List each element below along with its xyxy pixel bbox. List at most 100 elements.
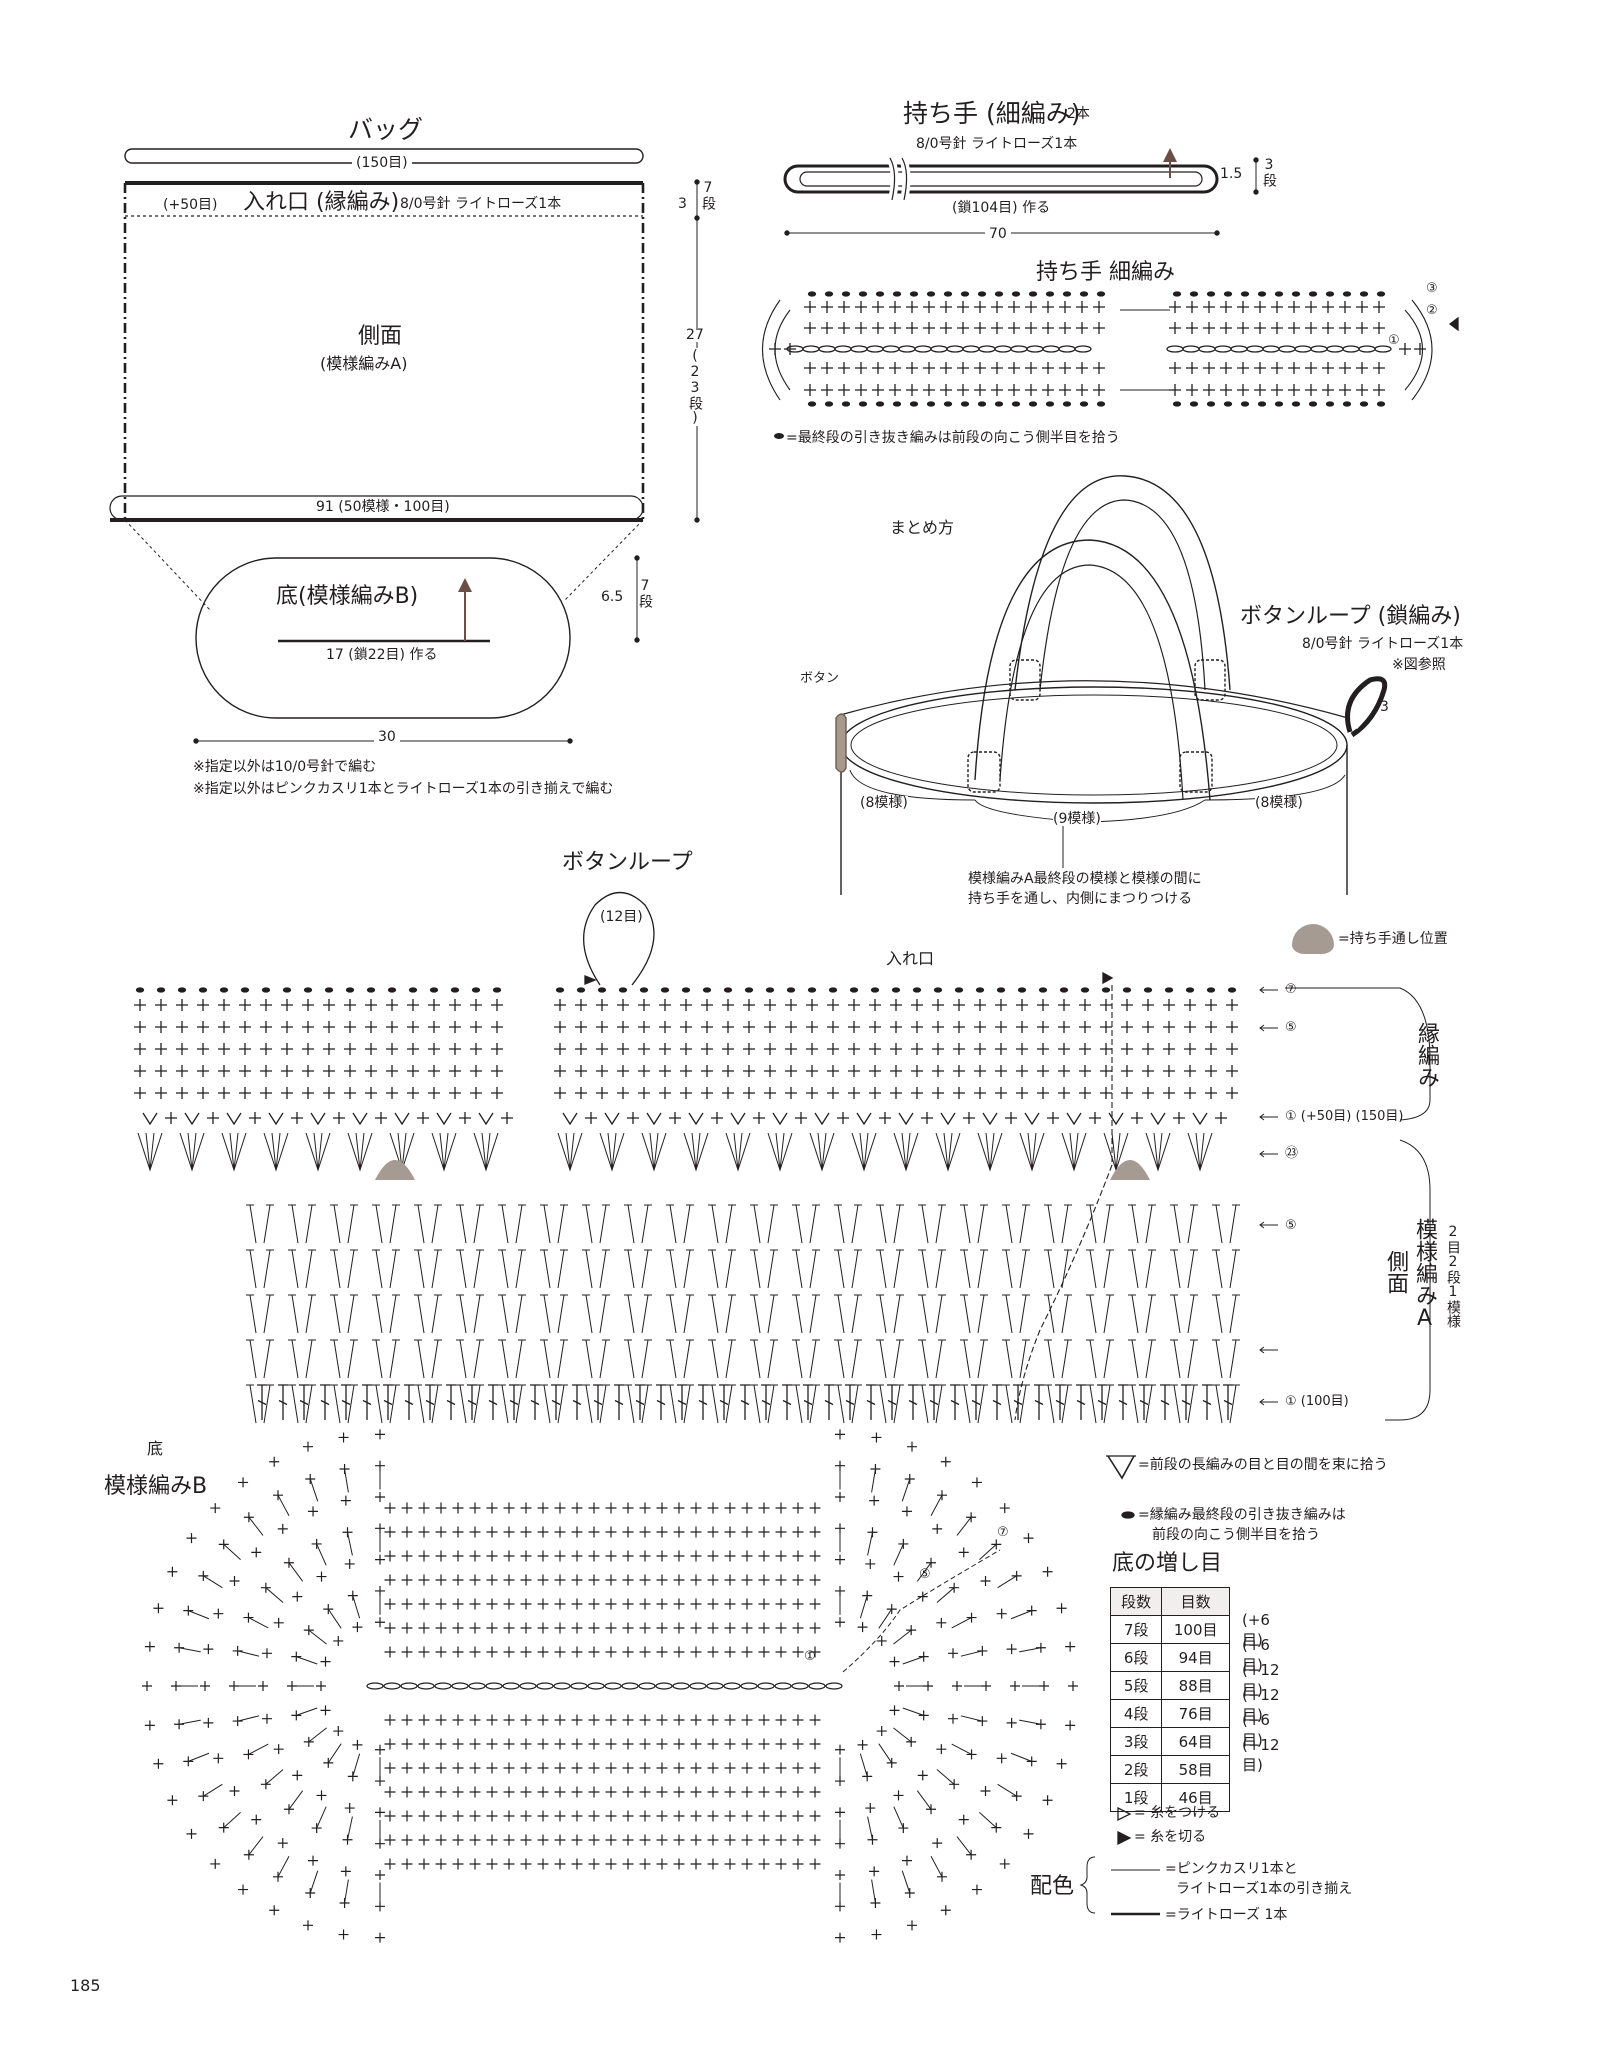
increase-amount: (+12目) bbox=[1242, 1736, 1280, 1774]
sc-stitch bbox=[701, 1021, 713, 1033]
sc-stitch bbox=[218, 1087, 230, 1099]
sc-stitch bbox=[835, 1744, 845, 1755]
slip-stitch bbox=[135, 987, 145, 993]
radiating-stitch bbox=[309, 1870, 319, 1894]
slip-stitch bbox=[303, 987, 313, 993]
sc-stitch bbox=[203, 1717, 214, 1728]
sc-stitch bbox=[401, 1574, 413, 1586]
dc-stitch bbox=[425, 1384, 435, 1420]
sc-stitch bbox=[974, 1021, 986, 1033]
sc-stitch bbox=[707, 1738, 719, 1750]
sc-stitch bbox=[491, 1087, 503, 1099]
slip-stitch bbox=[909, 401, 919, 407]
sc-stitch bbox=[707, 1646, 719, 1658]
slip-stitch bbox=[1308, 291, 1318, 297]
sc-stitch bbox=[926, 1804, 937, 1815]
cluster-stitch bbox=[1044, 1249, 1072, 1289]
sc-stitch bbox=[690, 1526, 702, 1538]
sc-stitch bbox=[870, 1464, 881, 1475]
cluster-stitch bbox=[582, 1384, 610, 1424]
sc-stitch bbox=[344, 1558, 355, 1569]
sc-stitch bbox=[707, 1526, 719, 1538]
dc-stitch bbox=[320, 1384, 330, 1420]
pass-position-icon bbox=[1292, 924, 1334, 954]
sc-stitch bbox=[673, 1834, 685, 1846]
sc-stitch bbox=[940, 384, 952, 396]
sc-stitch bbox=[785, 1065, 797, 1077]
sc-stitch bbox=[605, 1574, 617, 1586]
sc-stitch bbox=[957, 322, 969, 334]
sc-stitch bbox=[243, 1612, 254, 1623]
sc-stitch bbox=[743, 999, 755, 1011]
sc-stitch bbox=[722, 999, 734, 1011]
chain-stitch bbox=[570, 1682, 588, 1690]
fan-stitch bbox=[221, 1132, 247, 1172]
dc-stitch bbox=[950, 1384, 960, 1420]
sc-stitch bbox=[469, 1786, 481, 1798]
handle-stitch-chart bbox=[762, 291, 1459, 407]
sc-stitch bbox=[575, 1065, 587, 1077]
sc-stitch bbox=[144, 1720, 155, 1731]
cluster-stitch bbox=[582, 1249, 610, 1289]
color-1b: ライトローズ1本の引き揃え bbox=[1176, 1881, 1353, 1897]
chain-stitch bbox=[434, 1682, 452, 1690]
cluster-stitch bbox=[288, 1294, 316, 1334]
sc-stitch bbox=[384, 1526, 396, 1538]
sc-stitch bbox=[872, 322, 884, 334]
cluster-stitch bbox=[960, 1204, 988, 1244]
slip-stitch bbox=[858, 401, 868, 407]
chain-stitch bbox=[1246, 345, 1264, 353]
rim-needle: 8/0号針 ライトローズ1本 bbox=[400, 196, 562, 212]
fan-stitch bbox=[1019, 1132, 1045, 1172]
sc-stitch bbox=[1037, 1043, 1049, 1055]
sc-stitch bbox=[775, 1550, 787, 1562]
sc-stitch bbox=[932, 1065, 944, 1077]
base-row-5: ⑤ bbox=[919, 1567, 931, 1582]
pass-position-label: =持ち手通し位置 bbox=[1338, 931, 1448, 947]
sc-stitch bbox=[806, 1021, 818, 1033]
sc-stitch bbox=[865, 1558, 876, 1569]
slip-stitch bbox=[1045, 291, 1055, 297]
sc-stitch bbox=[835, 1460, 845, 1471]
sc-stitch bbox=[890, 1021, 902, 1033]
sc-stitch bbox=[1271, 362, 1283, 374]
sc-stitch bbox=[401, 1622, 413, 1634]
radiating-stitch bbox=[248, 1743, 269, 1755]
slip-stitch bbox=[1028, 401, 1038, 407]
sc-stitch bbox=[775, 1714, 787, 1726]
sc-stitch bbox=[1011, 1570, 1022, 1581]
sc-stitch bbox=[775, 1502, 787, 1514]
sc-stitch bbox=[996, 1753, 1007, 1764]
slip-stitch bbox=[1038, 987, 1048, 993]
sc-stitch bbox=[605, 1714, 617, 1726]
sc-stitch bbox=[953, 1043, 965, 1055]
sc-stitch bbox=[656, 1834, 668, 1846]
sc-stitch bbox=[871, 1432, 882, 1443]
sc-stitch bbox=[809, 1526, 821, 1538]
sc-stitch bbox=[639, 1858, 651, 1870]
sc-stitch bbox=[656, 1598, 668, 1610]
sc-stitch bbox=[835, 1492, 845, 1502]
sc-stitch bbox=[656, 1738, 668, 1750]
sc-stitch bbox=[741, 1858, 753, 1870]
sc-stitch bbox=[764, 1087, 776, 1099]
sc-stitch bbox=[520, 1526, 532, 1538]
sc-stitch bbox=[622, 1714, 634, 1726]
sc-stitch bbox=[260, 1582, 271, 1593]
handle-row-1: ① bbox=[1388, 333, 1400, 348]
chain-stitch bbox=[655, 1682, 673, 1690]
sc-stitch bbox=[503, 1598, 515, 1610]
sc-stitch bbox=[1016, 1021, 1028, 1033]
slip-stitch bbox=[1240, 401, 1250, 407]
radiating-stitch bbox=[893, 1629, 912, 1645]
sc-stitch bbox=[809, 1714, 821, 1726]
sc-stitch bbox=[1205, 1021, 1217, 1033]
cluster-stitch bbox=[372, 1294, 400, 1334]
sc-stitch bbox=[218, 1043, 230, 1055]
handle-note: =最終段の引き抜き編みは前段の向こう側半目を拾う bbox=[786, 430, 1120, 446]
sc-stitch bbox=[784, 343, 796, 355]
sc-stitch bbox=[743, 1021, 755, 1033]
sc-stitch bbox=[907, 1920, 918, 1931]
sc-stitch bbox=[344, 999, 356, 1011]
sc-stitch bbox=[401, 1502, 413, 1514]
